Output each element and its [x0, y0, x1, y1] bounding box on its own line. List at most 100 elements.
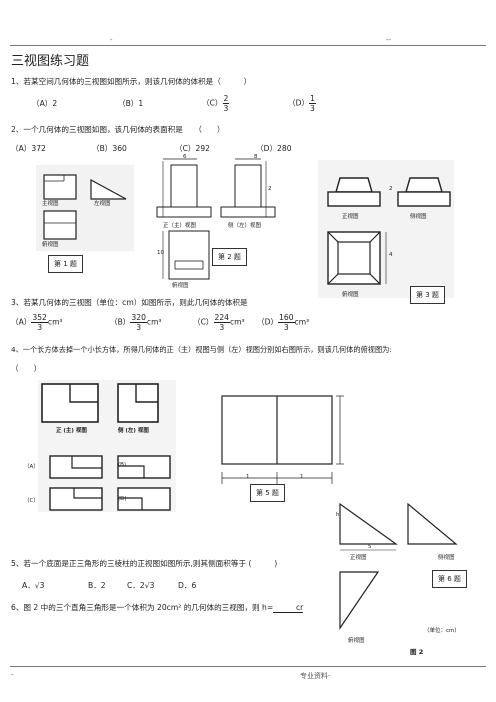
header-left-mark: - [110, 36, 113, 44]
fig5-drawing [221, 395, 344, 484]
q2-option-a: （A）372 [11, 144, 46, 153]
fig3-drawing [318, 160, 454, 298]
fig1-cap-front: 主视图 [42, 201, 59, 207]
q3-option-c-label: （C） [193, 317, 214, 327]
fig2-dim-d: 10 [157, 250, 164, 256]
footer-rule [10, 666, 486, 667]
q4-cap-side: 侧 (左) 视图 [118, 428, 149, 434]
q1-text: 1、若某空间几何体的三视图如图所示，则该几何体的体积是（ ） [11, 77, 252, 86]
fig2-cap-side: 侧（左）视图 [228, 223, 262, 229]
q5-option-c: C．2√3 [127, 581, 155, 590]
fig1-cap-top: 俯视图 [42, 242, 59, 248]
fig1-label: 第 1 题 [48, 255, 83, 273]
q3-option-a-label: （A） [11, 317, 32, 327]
frac-num: 1 [309, 94, 316, 104]
q6-answer-blank[interactable]: cr [273, 603, 304, 613]
frac-den: 3 [219, 323, 225, 332]
frac-num: 2 [222, 94, 230, 104]
q4-text: 4、一个长方体去掉一个小长方体，所得几何体的正（主）视图与侧（左）视图分别如右图… [11, 345, 392, 354]
q2-option-d: （D）280 [256, 144, 292, 153]
q5-option-a: A．√3 [22, 581, 45, 590]
fig3-cap-top: 俯视图 [342, 292, 359, 298]
fig3-cap-front: 正视图 [342, 214, 359, 220]
fig3-dim-b: 4 [389, 252, 393, 258]
frac-den: 3 [37, 323, 43, 332]
header-right-mark: -- [386, 36, 392, 44]
unit: cm³ [146, 317, 162, 327]
footer-left-mark: - [11, 671, 14, 679]
header-rule [10, 45, 486, 46]
unit: cm³ [47, 317, 63, 327]
q1-option-b: （B）1 [118, 99, 144, 108]
unit: cm³ [230, 317, 245, 327]
q4-opt-c: （C） [24, 498, 39, 504]
q3-option-d-label: （D） [257, 317, 279, 327]
frac-den: 3 [283, 323, 289, 332]
fig1-cap-left: 左视图 [94, 201, 111, 207]
fig3-dim-a: 2 [389, 186, 393, 192]
q6-text-main: 6、图 2 中的三个直角三角形是一个体积为 20cm² 的几何体的三视图，则 h… [11, 603, 274, 612]
q1-option-d-label: （D） [288, 98, 310, 108]
fig6-dim-h: h [336, 512, 340, 518]
frac-num: 160 [278, 313, 295, 323]
footer-center: 专业资料- [300, 672, 331, 680]
q2-text: 2、一个几何体的三视图如图，该几何体的表面积是 （ ） [11, 125, 225, 134]
q2-option-b: （B）360 [92, 144, 127, 153]
fig6-drawing [339, 502, 458, 630]
q1-option-a: （A）2 [32, 99, 58, 108]
q5-text: 5、若一个底面是正三角形的三棱柱的正视图如图所示,则其侧面积等于 ( ) [11, 559, 278, 568]
q4-opt-a: （A） [24, 464, 39, 470]
fig3-label: 第 3 题 [410, 286, 445, 304]
q5-option-d: D．6 [178, 581, 197, 590]
fig2-dim-b: 8 [254, 154, 258, 160]
q2-option-c: （C）292 [175, 144, 210, 153]
q3-text: 3、若某几何体的三视图（单位：cm）如图所示，则此几何体的体积是 [11, 298, 248, 307]
unit: cm³ [294, 317, 310, 327]
fig6-name: 图 2 [410, 648, 424, 656]
fig6-dim: 5 [368, 544, 372, 550]
fig2-dim-a: 6 [183, 154, 187, 160]
fig2-dim-c: 2 [268, 186, 272, 192]
q3-option-b-label: （B） [110, 317, 131, 327]
page-title: 三视图练习题 [11, 54, 90, 69]
q1-option-c-label: （C） [202, 98, 223, 108]
frac-den: 3 [223, 104, 229, 113]
q4-cap-front: 正 (主) 视图 [56, 428, 87, 434]
fig2-label: 第 2 题 [212, 248, 247, 266]
fig2-cap-top: 俯视图 [172, 283, 189, 289]
fig2-cap-front: 正（主）视图 [163, 223, 197, 229]
fig6-label: 第 6 题 [432, 570, 467, 588]
q4-opt-b: (B) [118, 462, 127, 468]
fig2-drawing [156, 158, 276, 280]
frac-num: 320 [130, 313, 147, 323]
fig1-drawing [36, 165, 134, 251]
frac-den: 3 [136, 323, 142, 332]
frac-den: 3 [310, 104, 315, 113]
q4-drawing [38, 380, 176, 512]
fig6-cap-top: 俯视图 [348, 638, 365, 644]
fig6-cap-front: 正视图 [350, 555, 367, 561]
frac-num: 224 [213, 313, 230, 323]
frac-num: 352 [31, 313, 48, 323]
q6-text: 6、图 2 中的三个直角三角形是一个体积为 20cm² 的几何体的三视图，则 h… [11, 602, 304, 613]
fig5-dim-right: 1 [300, 474, 304, 480]
fig5-dim-left: 1 [246, 474, 250, 480]
q5-option-b: B．2 [88, 581, 106, 590]
q4-opt-d: (D) [118, 496, 127, 502]
fig3-cap-side: 侧视图 [410, 214, 427, 220]
fig6-unit: （单位：cm） [424, 628, 460, 634]
fig6-cap-side: 侧视图 [438, 555, 455, 561]
q4-paren: （ ） [11, 364, 42, 373]
